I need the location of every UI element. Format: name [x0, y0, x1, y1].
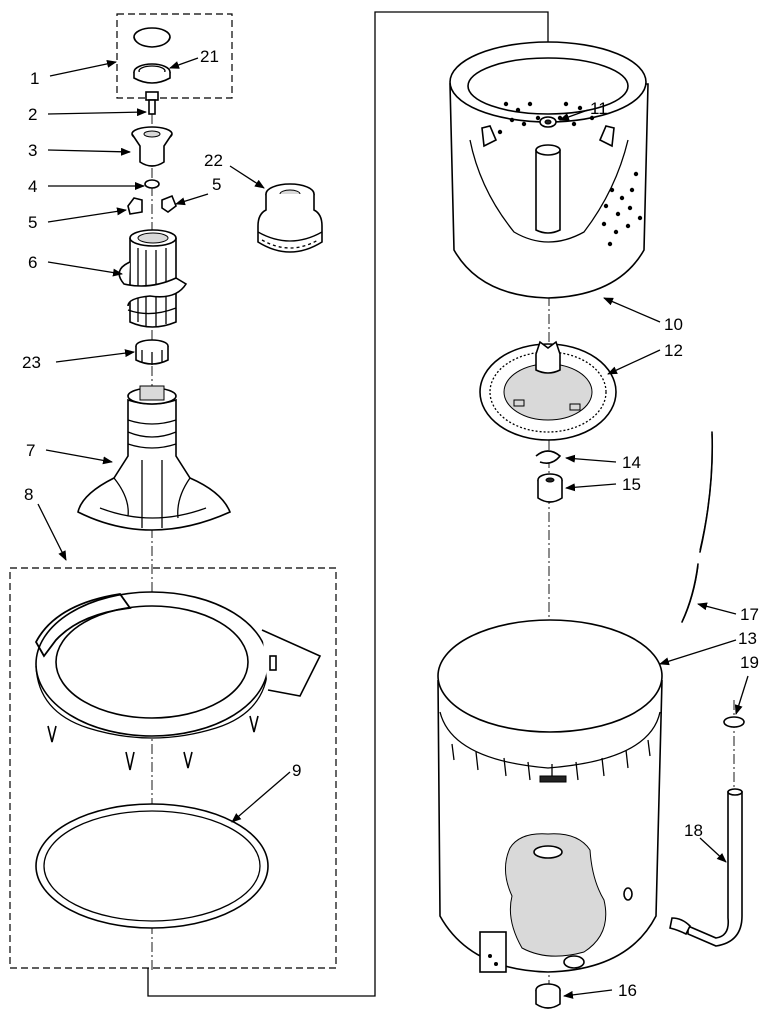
part-10-basket [449, 41, 649, 299]
part-23-bushing [135, 339, 169, 365]
leader-15 [565, 483, 617, 492]
leader-1 [49, 59, 117, 77]
callout-3: 3 [28, 141, 37, 160]
callout-16: 16 [618, 981, 637, 1000]
leader-10 [603, 297, 661, 323]
leader-7 [45, 449, 113, 465]
leader-21 [169, 57, 199, 69]
leader-12 [607, 349, 661, 375]
leader-3 [47, 147, 131, 156]
callout-21: 21 [200, 47, 219, 66]
part-cap [133, 27, 171, 48]
leader-14 [565, 454, 617, 463]
callout-6: 6 [28, 253, 37, 272]
part-16-drain-plug [535, 983, 561, 1009]
leader-18 [699, 837, 727, 863]
callout-4: 4 [28, 177, 37, 196]
part-2-bolt [145, 91, 159, 115]
callout-8: 8 [24, 485, 33, 504]
leader-13 [659, 639, 737, 666]
leader-5a [47, 207, 127, 223]
callout-17: 17 [740, 605, 759, 624]
callout-7: 7 [26, 441, 35, 460]
leader-8 [37, 503, 67, 561]
callout-5a: 5 [28, 213, 37, 232]
part-22-pulley [257, 183, 323, 253]
leader-11 [559, 109, 589, 121]
part-11-nut [539, 116, 557, 128]
callout-1: 1 [30, 69, 39, 88]
callout-2: 2 [28, 105, 37, 124]
part-13-outer-tub [437, 619, 663, 973]
callout-23: 23 [22, 353, 41, 372]
callout-22: 22 [204, 151, 223, 170]
callout-15: 15 [622, 475, 641, 494]
leader-16 [563, 989, 613, 999]
group-box-cap [116, 13, 233, 99]
callout-9: 9 [292, 761, 301, 780]
leader-22 [229, 165, 265, 189]
part-18-drain-hose [669, 788, 743, 947]
part-3-cam [131, 126, 173, 167]
leader-5b [175, 193, 209, 206]
part-14-retaining-ring [535, 450, 562, 464]
callout-18: 18 [684, 821, 703, 840]
part-4-washer [144, 179, 160, 189]
part-19-clamp [723, 716, 745, 728]
leader-2 [47, 108, 147, 117]
callout-19: 19 [740, 653, 759, 672]
part-6-agitator [118, 229, 188, 328]
part-9-seal-ring [35, 803, 269, 929]
part-17-hose [681, 431, 714, 623]
callout-5b: 5 [212, 175, 221, 194]
part-5-dog-right [161, 194, 177, 213]
part-8-tub-ring [34, 591, 322, 771]
part-12-hub [479, 340, 617, 441]
callout-14: 14 [622, 453, 641, 472]
connector-line [147, 11, 549, 997]
part-5-dog-left [127, 197, 143, 215]
part-21-seal [133, 63, 171, 84]
leader-23 [55, 349, 135, 363]
part-7-base [77, 385, 232, 531]
leader-19 [734, 675, 749, 715]
callout-12: 12 [664, 341, 683, 360]
callout-11: 11 [590, 99, 608, 118]
callout-13: 13 [738, 629, 757, 648]
leader-6 [47, 261, 123, 277]
leader-17 [697, 602, 737, 615]
leader-9 [231, 771, 291, 823]
part-15-bushing [537, 473, 563, 503]
callout-10: 10 [664, 315, 683, 334]
